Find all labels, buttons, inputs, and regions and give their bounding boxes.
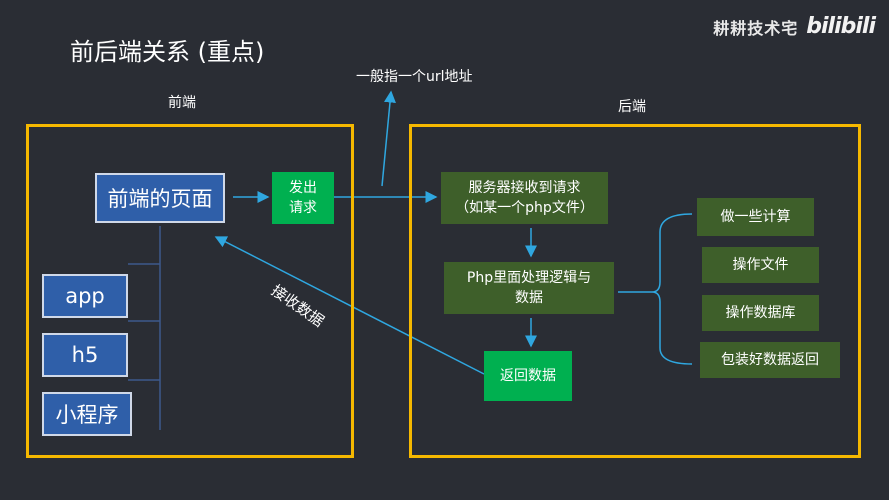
client-miniprogram-node: 小程序 <box>42 392 132 436</box>
tasks-brace <box>651 213 693 365</box>
return-data-node: 返回数据 <box>484 351 572 401</box>
task-database-node: 操作数据库 <box>702 295 819 331</box>
server-receive-node: 服务器接收到请求 （如某一个php文件） <box>441 172 608 224</box>
task-wrap-return-node: 包装好数据返回 <box>700 342 840 378</box>
arrow-return-to-page <box>214 236 485 375</box>
task-file-node: 操作文件 <box>702 247 819 283</box>
bilibili-logo: bilibili <box>806 14 876 39</box>
watermark: 耕耕技术宅 bilibili <box>713 14 876 39</box>
client-app-node: app <box>42 274 128 318</box>
request-node: 发出 请求 <box>272 172 334 224</box>
task-compute-node: 做一些计算 <box>697 198 814 236</box>
page-title: 前后端关系 (重点) <box>70 38 265 66</box>
frontend-page-node: 前端的页面 <box>95 173 225 223</box>
watermark-text: 耕耕技术宅 <box>713 18 799 38</box>
client-h5-node: h5 <box>42 333 128 377</box>
client-tree <box>128 226 161 430</box>
arrow-url-note <box>381 90 396 187</box>
php-logic-node: Php里面处理逻辑与 数据 <box>444 262 614 314</box>
backend-label: 后端 <box>618 99 646 115</box>
frontend-label: 前端 <box>168 95 196 111</box>
frontend-panel <box>26 124 354 458</box>
backend-panel <box>409 124 861 458</box>
url-note: 一般指一个url地址 <box>356 69 473 85</box>
